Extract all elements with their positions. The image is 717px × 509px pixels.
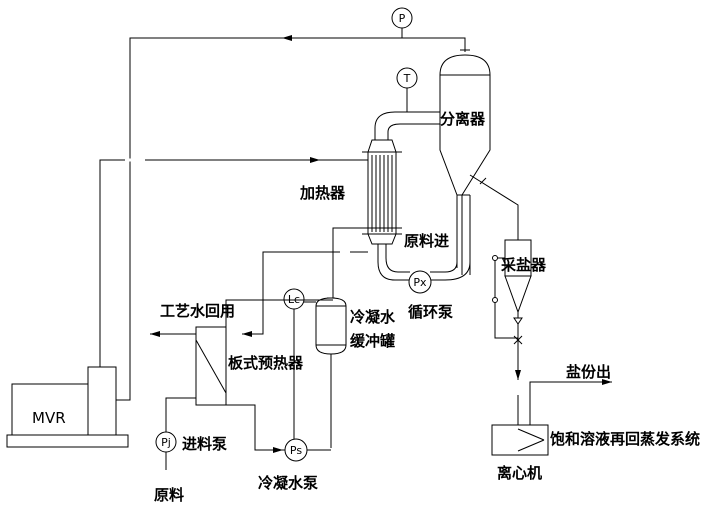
flow-arrow-icon xyxy=(602,379,612,385)
feed-in-label: 原料进 xyxy=(404,232,449,250)
circulation-loop xyxy=(377,195,471,281)
condensate-pump: Ps 冷凝水泵 xyxy=(226,404,331,492)
flow-arrow-icon xyxy=(310,157,320,163)
process-water-label: 工艺水回用 xyxy=(160,302,235,320)
salt-collector-label: 采盐器 xyxy=(500,256,547,274)
saturated-solution-label: 饱和溶液再回蒸发系统 xyxy=(550,430,700,448)
circulation-pump: Px 循环泵 xyxy=(408,270,453,321)
feed-in-line: 原料进 xyxy=(332,227,449,300)
raw-material-label: 原料 xyxy=(154,486,184,504)
pressure-gauge-label: P xyxy=(399,12,406,25)
preheater-to-feed-line xyxy=(225,299,333,327)
feed-pump: Pj 进料泵 原料 xyxy=(154,397,227,504)
circulation-pump-symbol: Px xyxy=(413,276,427,289)
centrifuge-label: 离心机 xyxy=(497,464,542,482)
heater-to-separator-pipe xyxy=(374,111,440,140)
separator-to-salt-line xyxy=(469,174,519,240)
condensate-pump-label: 冷凝水泵 xyxy=(258,474,318,492)
salt-collector: 采盐器 xyxy=(492,239,547,425)
feed-pump-label: 进料泵 xyxy=(182,435,227,453)
flow-arrow-icon xyxy=(150,331,160,337)
salt-out-label: 盐份出 xyxy=(566,363,611,381)
flow-arrow-icon xyxy=(242,331,252,337)
plate-preheater-label: 板式预热器 xyxy=(228,354,304,372)
plate-preheater: 工艺水回用 板式预热器 xyxy=(150,302,304,406)
feed-pump-symbol: Pj xyxy=(161,436,171,449)
circulation-pump-label: 循环泵 xyxy=(408,303,453,321)
separator-label: 分离器 xyxy=(440,110,486,128)
mvr-compressor: MVR xyxy=(6,366,129,448)
temperature-gauge-label: T xyxy=(403,72,411,85)
mvr-label: MVR xyxy=(32,409,66,427)
flow-arrow-icon xyxy=(273,447,283,453)
heater-condensate-line xyxy=(242,250,368,337)
temperature-gauge: T xyxy=(396,67,418,112)
buffer-tank-label-line1: 冷凝水 xyxy=(350,308,396,326)
vapor-return-line xyxy=(116,28,470,401)
heater-exchanger: 加热器 xyxy=(299,139,402,245)
compressed-vapor-line xyxy=(99,157,370,367)
heater-label: 加热器 xyxy=(299,184,346,202)
condensate-pump-symbol: Ps xyxy=(290,444,302,457)
centrifuge: 盐份出 饱和溶液再回蒸发系统 离心机 xyxy=(491,363,700,482)
flow-arrow-icon xyxy=(282,35,292,41)
condensate-buffer-tank: 冷凝水 缓冲罐 xyxy=(315,297,396,448)
pressure-gauge: P xyxy=(391,7,413,29)
buffer-tank-label-line2: 缓冲罐 xyxy=(350,332,395,350)
flow-arrow-icon xyxy=(515,370,521,380)
